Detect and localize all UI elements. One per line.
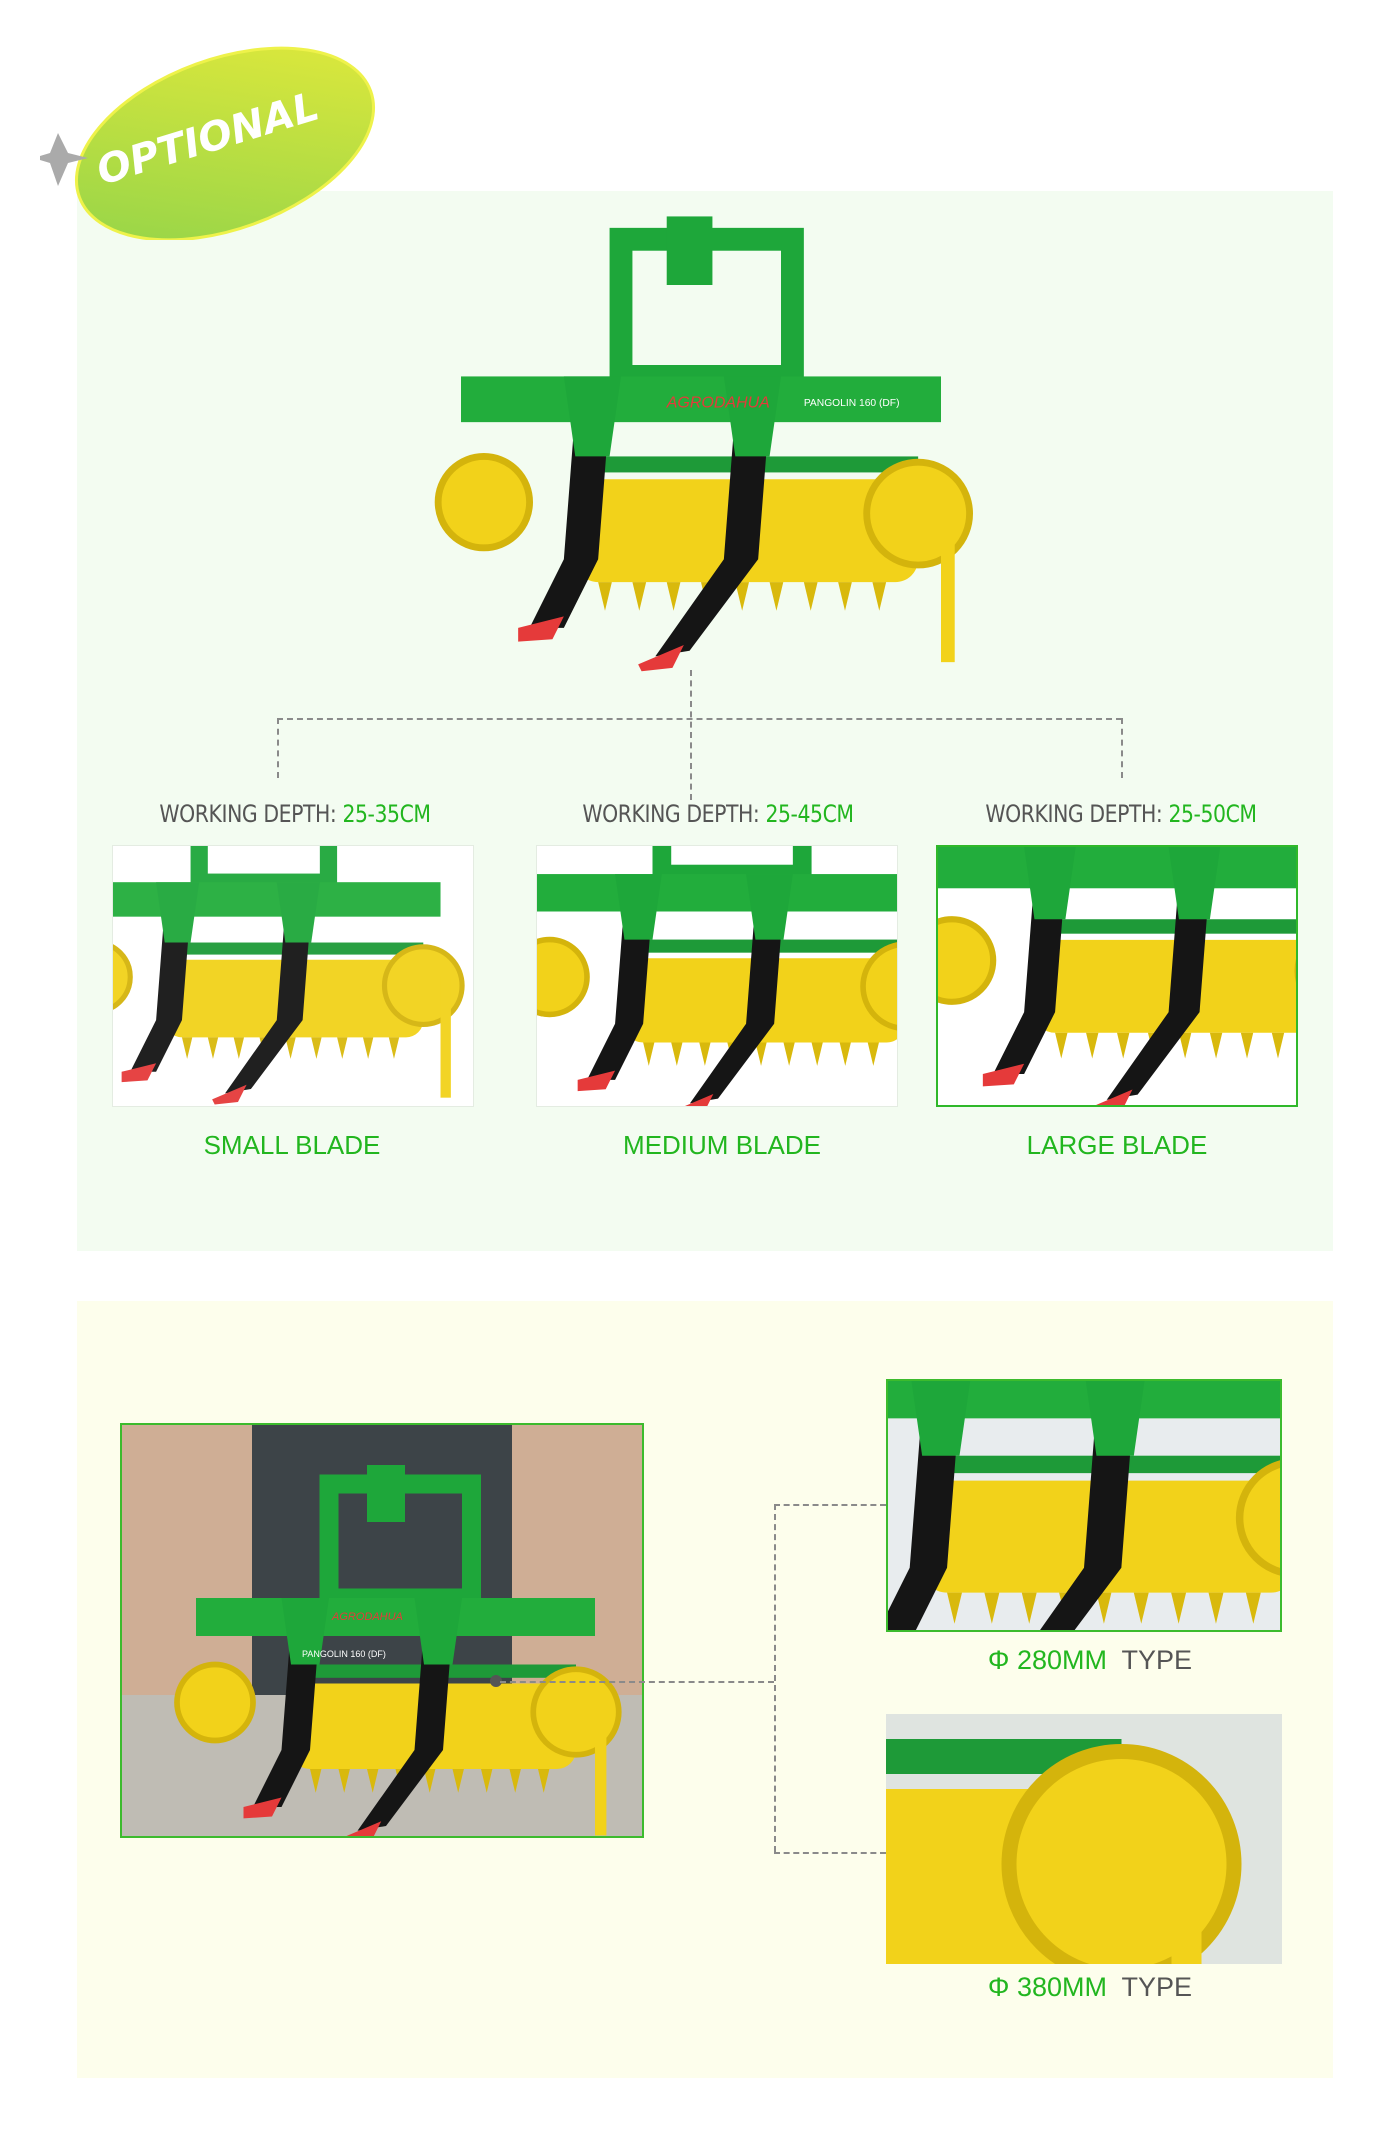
large-blade-label: LARGE BLADE [1026, 1130, 1208, 1160]
working-depth-small: WORKING DEPTH: 25-35CM [117, 800, 474, 828]
model-text: PANGOLIN 160 (DF) [804, 398, 900, 409]
depth-value: 25-50CM [1168, 800, 1257, 828]
working-depth-medium: WORKING DEPTH: 25-45CM [540, 800, 897, 828]
roller-type: TYPE [1121, 1972, 1193, 2002]
connector-line [774, 1852, 886, 1854]
medium-blade-label: MEDIUM BLADE [623, 1130, 821, 1160]
connector-dot [490, 1675, 502, 1687]
roller-front-image[interactable]: AGRODAHUA PANGOLIN 160 (DF) [120, 1423, 644, 1838]
model-text: PANGOLIN 160 (DF) [302, 1649, 386, 1659]
connector-line [277, 718, 1122, 720]
depth-value: 25-45CM [765, 800, 854, 828]
connector-line [1121, 718, 1123, 778]
roller-380mm-image[interactable] [886, 1714, 1282, 1964]
connector-line [774, 1504, 776, 1852]
depth-value: 25-35CM [342, 800, 431, 828]
sparkle-icon [40, 133, 88, 186]
depth-label: WORKING DEPTH: [582, 800, 760, 828]
roller-type: TYPE [1121, 1645, 1193, 1675]
roller-280mm-caption: Φ 280MM TYPE [890, 1645, 1290, 1676]
connector-line [690, 670, 692, 800]
connector-line [500, 1681, 774, 1683]
large-blade-image[interactable] [936, 845, 1298, 1107]
diameter-symbol: Φ [987, 1972, 1010, 2002]
roller-280mm-image[interactable] [886, 1379, 1282, 1632]
brand-text: AGRODAHUA [666, 394, 770, 411]
working-depth-large: WORKING DEPTH: 25-50CM [943, 800, 1300, 828]
brand-text: AGRODAHUA [331, 1611, 403, 1623]
depth-label: WORKING DEPTH: [985, 800, 1163, 828]
medium-blade-image[interactable] [536, 845, 898, 1107]
connector-line [277, 718, 279, 778]
small-blade-image[interactable] [112, 845, 474, 1107]
roller-380mm-caption: Φ 380MM TYPE [890, 1972, 1290, 2003]
connector-line [774, 1504, 886, 1506]
roller-size: 380MM [1016, 1972, 1108, 2002]
main-machine-image: AGRODAHUA PANGOLIN 160 (DF) [396, 205, 1006, 685]
depth-label: WORKING DEPTH: [159, 800, 337, 828]
diameter-symbol: Φ [987, 1645, 1010, 1675]
roller-size: 280MM [1016, 1645, 1108, 1675]
optional-badge: OPTIONAL [40, 40, 380, 240]
small-blade-label: SMALL BLADE [203, 1130, 381, 1160]
